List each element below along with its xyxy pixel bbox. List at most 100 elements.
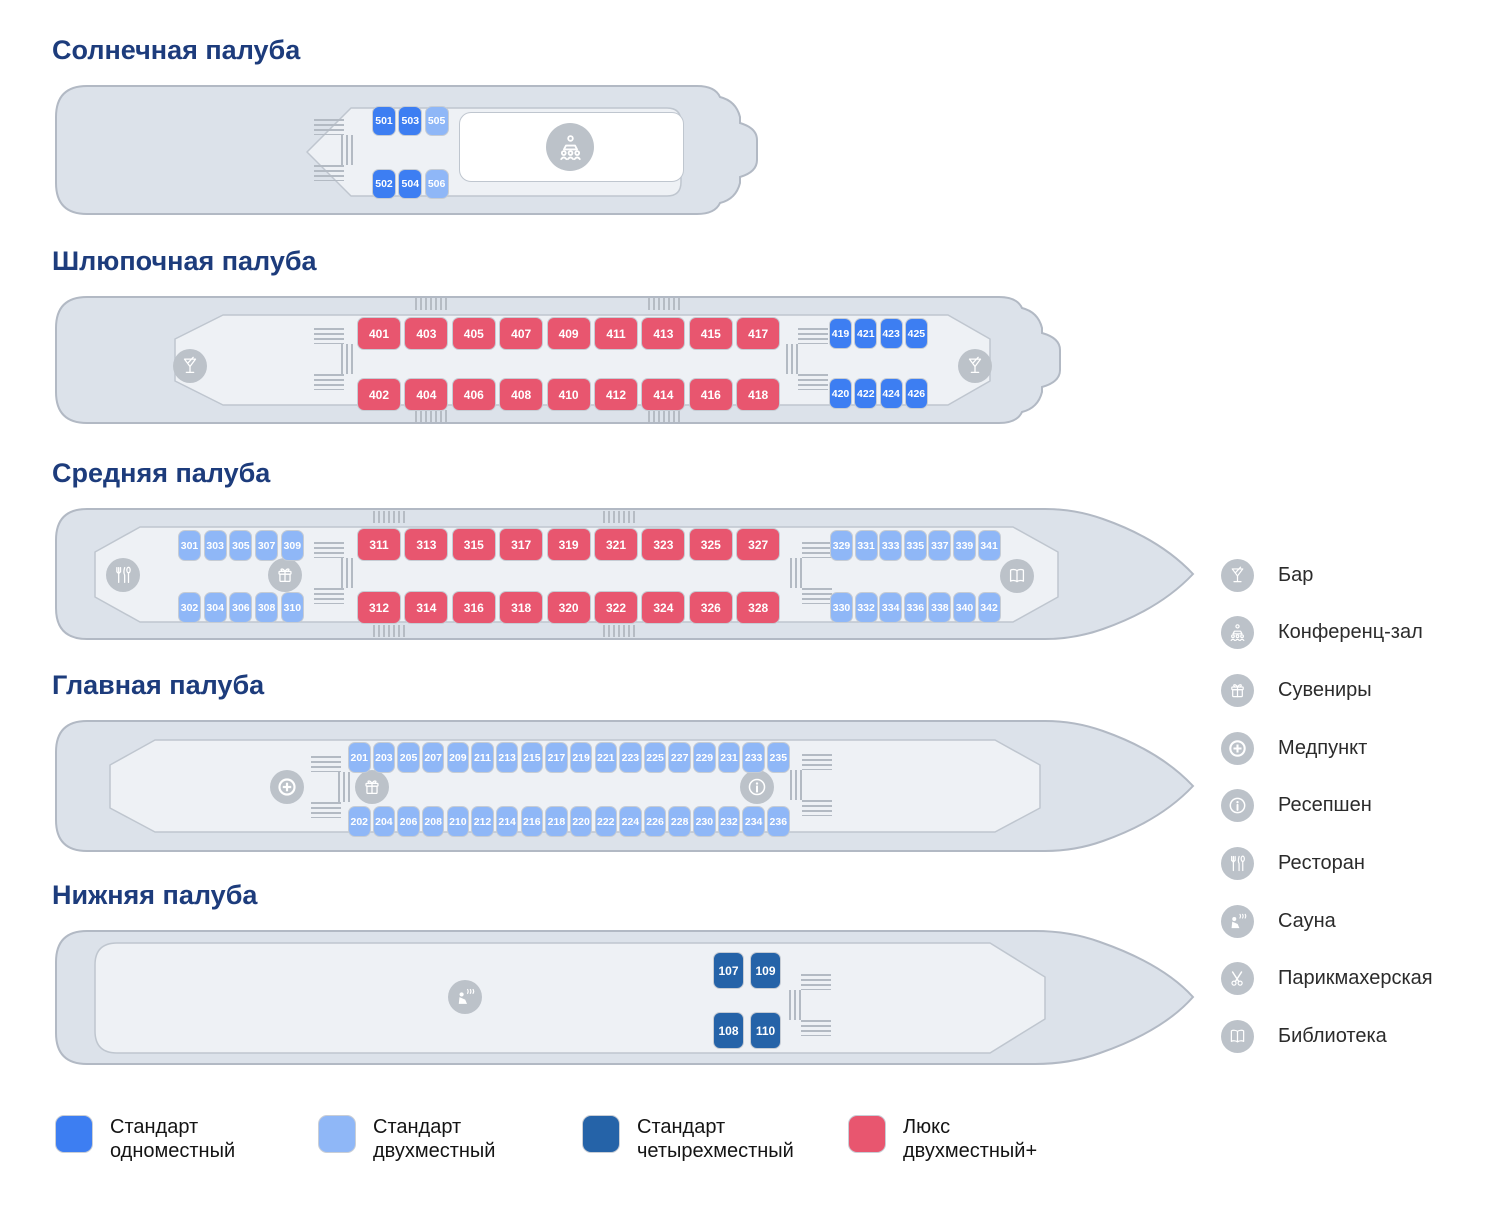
cabin-501[interactable]: 501 <box>372 106 396 136</box>
cabin-216[interactable]: 216 <box>520 806 544 837</box>
cabin-206[interactable]: 206 <box>397 806 420 837</box>
cabin-407[interactable]: 407 <box>499 317 544 350</box>
cabin-416[interactable]: 416 <box>688 378 733 411</box>
cabin-318[interactable]: 318 <box>499 591 544 624</box>
cabin-218[interactable]: 218 <box>545 806 568 837</box>
cabin-330[interactable]: 330 <box>830 592 853 623</box>
cabin-502[interactable]: 502 <box>372 169 396 199</box>
cabin-309[interactable]: 309 <box>280 530 304 561</box>
cabin-207[interactable]: 207 <box>421 742 445 773</box>
cabin-341[interactable]: 341 <box>977 530 1001 561</box>
cabin-235[interactable]: 235 <box>767 742 790 773</box>
cabin-234[interactable]: 234 <box>742 806 765 837</box>
cabin-108[interactable]: 108 <box>713 1012 744 1049</box>
cabin-328[interactable]: 328 <box>736 591 781 624</box>
cabin-226[interactable]: 226 <box>643 806 667 837</box>
cabin-304[interactable]: 304 <box>203 592 227 623</box>
cabin-232[interactable]: 232 <box>717 806 741 837</box>
cabin-231[interactable]: 231 <box>717 742 741 773</box>
cabin-339[interactable]: 339 <box>953 530 976 561</box>
cabin-219[interactable]: 219 <box>569 742 593 773</box>
cabin-211[interactable]: 211 <box>471 742 494 773</box>
cabin-332[interactable]: 332 <box>854 592 878 623</box>
cabin-334[interactable]: 334 <box>879 592 903 623</box>
cabin-409[interactable]: 409 <box>546 317 591 350</box>
cabin-324[interactable]: 324 <box>641 591 686 624</box>
cabin-406[interactable]: 406 <box>451 378 496 411</box>
cabin-317[interactable]: 317 <box>499 528 544 561</box>
cabin-329[interactable]: 329 <box>830 530 853 561</box>
cabin-316[interactable]: 316 <box>451 591 496 624</box>
cabin-323[interactable]: 323 <box>641 528 686 561</box>
cabin-418[interactable]: 418 <box>736 378 781 411</box>
cabin-411[interactable]: 411 <box>594 317 638 350</box>
cabin-424[interactable]: 424 <box>879 378 903 409</box>
cabin-224[interactable]: 224 <box>619 806 642 837</box>
cabin-421[interactable]: 421 <box>854 318 878 349</box>
cabin-220[interactable]: 220 <box>569 806 593 837</box>
cabin-311[interactable]: 311 <box>357 528 401 561</box>
cabin-426[interactable]: 426 <box>904 378 928 409</box>
cabin-315[interactable]: 315 <box>451 528 496 561</box>
cabin-302[interactable]: 302 <box>178 592 201 623</box>
cabin-504[interactable]: 504 <box>398 169 423 199</box>
cabin-233[interactable]: 233 <box>742 742 765 773</box>
cabin-326[interactable]: 326 <box>688 591 733 624</box>
cabin-412[interactable]: 412 <box>594 378 638 411</box>
cabin-333[interactable]: 333 <box>879 530 903 561</box>
cabin-205[interactable]: 205 <box>397 742 420 773</box>
cabin-236[interactable]: 236 <box>767 806 790 837</box>
cabin-325[interactable]: 325 <box>688 528 733 561</box>
cabin-225[interactable]: 225 <box>643 742 667 773</box>
cabin-503[interactable]: 503 <box>398 106 423 136</box>
cabin-310[interactable]: 310 <box>280 592 304 623</box>
cabin-213[interactable]: 213 <box>495 742 519 773</box>
cabin-214[interactable]: 214 <box>495 806 519 837</box>
cabin-303[interactable]: 303 <box>203 530 227 561</box>
cabin-420[interactable]: 420 <box>829 378 852 409</box>
cabin-331[interactable]: 331 <box>854 530 878 561</box>
cabin-227[interactable]: 227 <box>668 742 691 773</box>
cabin-337[interactable]: 337 <box>928 530 952 561</box>
cabin-402[interactable]: 402 <box>357 378 401 411</box>
cabin-229[interactable]: 229 <box>693 742 716 773</box>
cabin-401[interactable]: 401 <box>357 317 401 350</box>
cabin-210[interactable]: 210 <box>446 806 470 837</box>
cabin-222[interactable]: 222 <box>594 806 617 837</box>
cabin-110[interactable]: 110 <box>750 1012 781 1049</box>
cabin-413[interactable]: 413 <box>641 317 686 350</box>
cabin-319[interactable]: 319 <box>546 528 591 561</box>
cabin-342[interactable]: 342 <box>977 592 1001 623</box>
cabin-506[interactable]: 506 <box>424 169 449 199</box>
cabin-202[interactable]: 202 <box>348 806 371 837</box>
cabin-201[interactable]: 201 <box>348 742 371 773</box>
cabin-408[interactable]: 408 <box>499 378 544 411</box>
cabin-321[interactable]: 321 <box>594 528 638 561</box>
cabin-505[interactable]: 505 <box>424 106 449 136</box>
cabin-403[interactable]: 403 <box>404 317 449 350</box>
cabin-419[interactable]: 419 <box>829 318 852 349</box>
cabin-306[interactable]: 306 <box>229 592 253 623</box>
cabin-107[interactable]: 107 <box>713 952 744 989</box>
cabin-308[interactable]: 308 <box>255 592 279 623</box>
cabin-307[interactable]: 307 <box>255 530 279 561</box>
cabin-217[interactable]: 217 <box>545 742 568 773</box>
cabin-327[interactable]: 327 <box>736 528 781 561</box>
cabin-204[interactable]: 204 <box>372 806 396 837</box>
cabin-314[interactable]: 314 <box>404 591 449 624</box>
cabin-212[interactable]: 212 <box>471 806 494 837</box>
cabin-336[interactable]: 336 <box>903 592 927 623</box>
cabin-410[interactable]: 410 <box>546 378 591 411</box>
cabin-335[interactable]: 335 <box>903 530 927 561</box>
cabin-209[interactable]: 209 <box>446 742 470 773</box>
cabin-404[interactable]: 404 <box>404 378 449 411</box>
cabin-405[interactable]: 405 <box>451 317 496 350</box>
cabin-313[interactable]: 313 <box>404 528 449 561</box>
cabin-425[interactable]: 425 <box>904 318 928 349</box>
cabin-221[interactable]: 221 <box>594 742 617 773</box>
cabin-340[interactable]: 340 <box>953 592 976 623</box>
cabin-208[interactable]: 208 <box>421 806 445 837</box>
cabin-417[interactable]: 417 <box>736 317 781 350</box>
cabin-312[interactable]: 312 <box>357 591 401 624</box>
cabin-230[interactable]: 230 <box>693 806 716 837</box>
